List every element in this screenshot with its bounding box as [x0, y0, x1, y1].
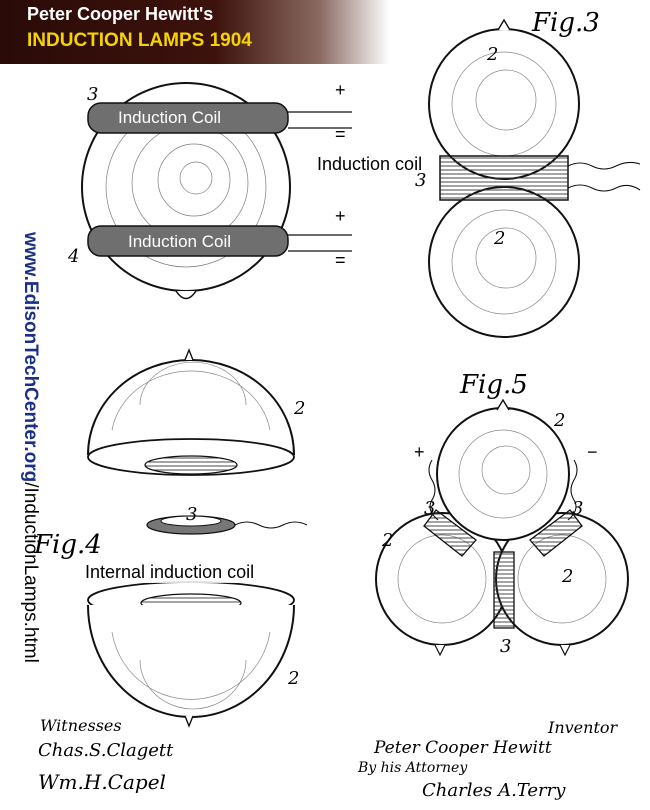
ref-3-fig5-right: 3 — [572, 498, 584, 519]
ref-plus-1: + — [335, 80, 346, 100]
witness-2-signature: Wm.H.Capel — [38, 770, 166, 794]
attorney-signature: Charles A.Terry — [422, 780, 566, 801]
fig4-internal-coil-label: Internal induction coil — [83, 562, 257, 583]
fig3-coil-label: Induction coil — [315, 154, 425, 175]
ref-3-fig5-left: 3 — [424, 498, 436, 519]
banner-subtitle: INDUCTION LAMPS 1904 — [27, 30, 252, 51]
fig3-caption: Fig.3 — [532, 8, 600, 38]
coil-top-label: Induction Coil — [118, 108, 222, 127]
ref-eq-1: = — [335, 124, 346, 144]
ref-3-fig5-bottom: 3 — [500, 636, 512, 657]
watermark-site: www.EdisonTechCenter.org — [20, 232, 41, 483]
coil-bottom-label: Induction Coil — [128, 232, 232, 251]
fig4-split-sphere — [87, 348, 308, 728]
ref-3-fig3: 3 — [415, 170, 427, 191]
title-banner: Peter Cooper Hewitt's INDUCTION LAMPS 19… — [0, 0, 390, 64]
ref-2-fig3-top: 2 — [487, 44, 499, 65]
ref-2-fig5-right: 2 — [562, 566, 574, 587]
attorney-label: By his Attorney — [358, 760, 468, 776]
ref-4: 4 — [68, 246, 80, 267]
inventor-signature: Peter Cooper Hewitt — [374, 738, 552, 758]
fig4-caption: Fig.4 — [34, 530, 102, 560]
ref-3-top: 3 — [87, 84, 99, 105]
ref-plus-2: + — [335, 206, 346, 226]
sphere-two-coils — [81, 82, 352, 300]
ref-eq-2: = — [335, 250, 346, 270]
ref-2-fig4-top: 2 — [294, 398, 306, 419]
watermark-path: /InductionLamps.html — [20, 482, 41, 663]
ref-2-fig4-bottom: 2 — [288, 668, 300, 689]
inventor-label: Inventor — [548, 718, 618, 737]
ref-2-fig3-bottom: 2 — [494, 228, 506, 249]
witness-1-signature: Chas.S.Clagett — [38, 740, 174, 761]
fig5-caption: Fig.5 — [460, 370, 528, 400]
ref-2-fig5-left: 2 — [382, 530, 394, 551]
banner-title: Peter Cooper Hewitt's — [27, 4, 214, 24]
fig5-triple-sphere — [375, 398, 629, 657]
ref-plus-fig5: + — [414, 442, 425, 462]
ref-minus-fig5: − — [587, 442, 598, 462]
witnesses-label: Witnesses — [40, 716, 122, 735]
fig3-double-sphere — [428, 18, 641, 338]
ref-2-fig5-top: 2 — [554, 410, 566, 431]
ref-3-fig4: 3 — [186, 504, 198, 525]
